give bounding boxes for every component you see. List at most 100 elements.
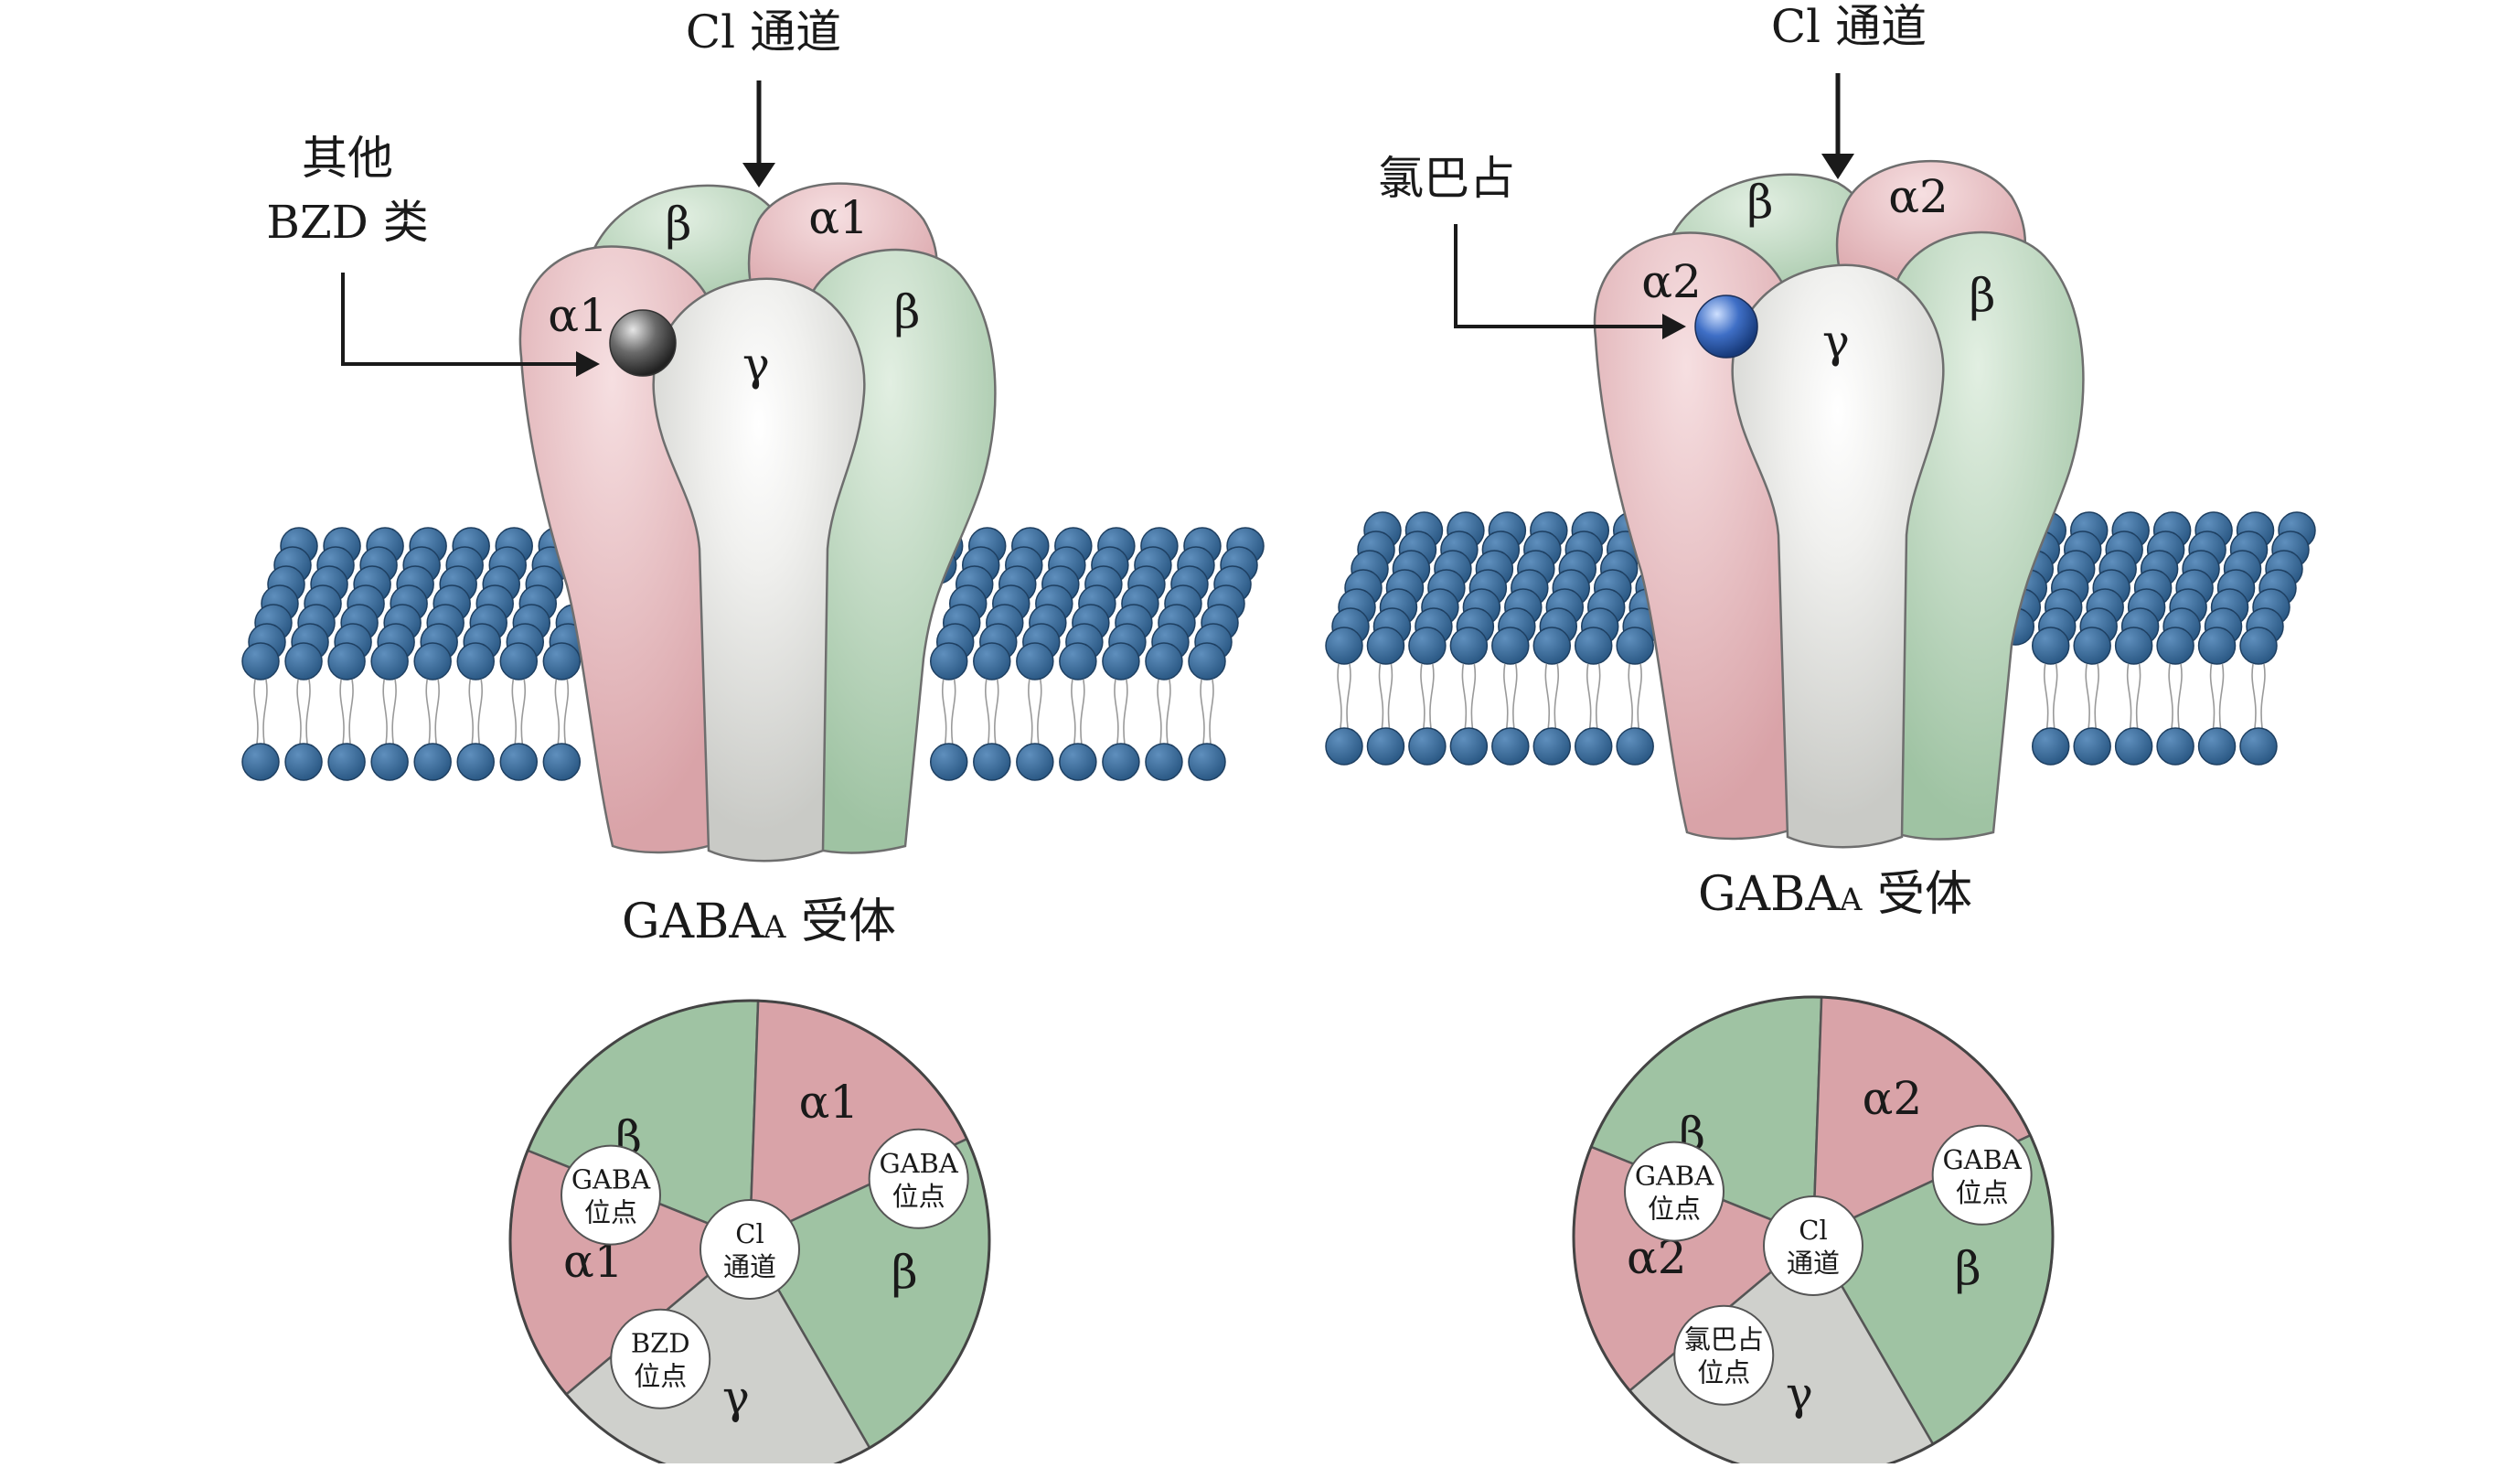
label-alpha-front: α1 (548, 289, 608, 342)
lipid-head (241, 642, 280, 680)
lipid-head (413, 743, 452, 781)
lipid-head (1145, 743, 1183, 781)
lipid-head (1408, 727, 1447, 766)
segment-alpha-top-label: α2 (1863, 1072, 1923, 1125)
lipid-head (499, 743, 539, 781)
label-gamma: γ (1822, 315, 1850, 368)
segment-gamma-label: γ (1786, 1366, 1813, 1420)
lipid-head (1408, 627, 1447, 665)
lipid-head (1532, 727, 1572, 766)
gaba-site-right (868, 1128, 969, 1229)
gaba-site-left-text: GABA (1635, 1161, 1714, 1192)
lipid-head (1059, 743, 1097, 781)
label-beta-front: β (1970, 269, 1996, 322)
lipid-head (1616, 727, 1654, 766)
gaba-site-right (1931, 1124, 2033, 1226)
lipid-bilayer-right (1325, 511, 2316, 766)
lipid-head (929, 743, 968, 781)
lipid-tail (339, 679, 354, 745)
lipid-head (370, 642, 409, 680)
lipid-head (973, 743, 1011, 781)
segment-beta-right-label: β (892, 1246, 918, 1299)
lipid-tail (942, 679, 956, 745)
gaba-site-left-text: 位点 (1648, 1194, 1701, 1225)
lipid-head (2114, 627, 2153, 665)
lipid-tail (985, 679, 999, 745)
lipid-head (1016, 642, 1054, 680)
other-bzd-label-line2: BZD 类 (266, 196, 428, 249)
lipid-head (2073, 727, 2111, 766)
label-alpha-back: α2 (1888, 170, 1949, 223)
lipid-head (2239, 627, 2278, 665)
cl-channel-label-left: Cl 通道 (686, 5, 841, 59)
bzd-pointer-line (341, 273, 578, 366)
gaba-site-right-text: GABA (879, 1148, 958, 1179)
other-bzd-label-line1: 其他 (302, 132, 393, 185)
cl-channel-center (699, 1199, 800, 1300)
lipid-tail (296, 679, 311, 745)
lipid-head (1449, 727, 1489, 766)
drug-binding-site-text: 位点 (634, 1361, 687, 1392)
label-gamma: γ (742, 338, 770, 391)
lipid-head (1102, 642, 1140, 680)
lipid-tail (1200, 679, 1214, 745)
lipid-tail (1378, 663, 1393, 729)
lipid-head (929, 642, 968, 680)
gaba-site-right-text: 位点 (892, 1181, 945, 1212)
cl-channel-arrow-head (742, 163, 775, 188)
lipid-head (370, 743, 409, 781)
lipid-head (284, 642, 323, 680)
bzd-binding-sphere (609, 309, 677, 377)
lipid-head (2114, 727, 2153, 766)
receptor-caption-left: GABAA 受体 (622, 895, 896, 949)
lipid-head (241, 743, 280, 781)
label-beta-back: β (666, 198, 692, 251)
lipid-tail (1337, 663, 1351, 729)
cl-channel-center-text: Cl (735, 1218, 763, 1249)
gaba-site-right-text: GABA (1942, 1144, 2022, 1175)
lipid-tail (1114, 679, 1128, 745)
drug-binding-site (610, 1308, 711, 1409)
lipid-head (1616, 627, 1654, 665)
lipid-head (1491, 727, 1530, 766)
lipid-head (2197, 627, 2237, 665)
clobazam-label: 氯巴占 (1378, 152, 1515, 205)
lipid-head (1366, 727, 1405, 766)
segment-gamma-label: γ (722, 1370, 750, 1423)
lipid-tail (468, 679, 483, 745)
lipid-tail (1544, 663, 1559, 729)
lipid-tail (253, 679, 268, 745)
lipid-tail (1503, 663, 1518, 729)
drug-binding-site-text: BZD (631, 1328, 690, 1359)
receptor-caption-right: GABAA 受体 (1698, 867, 1972, 922)
cl-channel-center-text: Cl (1799, 1215, 1827, 1246)
label-alpha-back: α1 (808, 191, 869, 244)
cl-channel-center (1763, 1195, 1863, 1296)
lipid-head (542, 743, 582, 781)
clobazam-pointer-line (1454, 224, 1664, 328)
lipid-tail (1071, 679, 1085, 745)
cl-channel-label-right: Cl 通道 (1771, 0, 1927, 53)
lipid-head (1532, 627, 1572, 665)
lipid-tail (2044, 663, 2058, 729)
lipid-head (2239, 727, 2278, 766)
lipid-head (1188, 743, 1226, 781)
lipid-tail (1157, 679, 1171, 745)
lipid-head (1574, 627, 1613, 665)
lipid-head (2156, 627, 2194, 665)
lipid-head (542, 642, 582, 680)
cl-channel-center-text: 通道 (723, 1251, 776, 1282)
lipid-head (456, 743, 495, 781)
lipid-head (284, 743, 323, 781)
lipid-tail (2251, 663, 2266, 729)
lipid-head (2156, 727, 2194, 766)
lipid-head (1325, 727, 1363, 766)
gaba-site-left (561, 1144, 662, 1246)
lipid-tail (1028, 679, 1042, 745)
lipid-head (973, 642, 1011, 680)
lipid-head (1574, 727, 1613, 766)
label-beta-back: β (1747, 176, 1774, 229)
gaba-site-left-text: 位点 (584, 1197, 637, 1228)
lipid-head (1188, 642, 1226, 680)
